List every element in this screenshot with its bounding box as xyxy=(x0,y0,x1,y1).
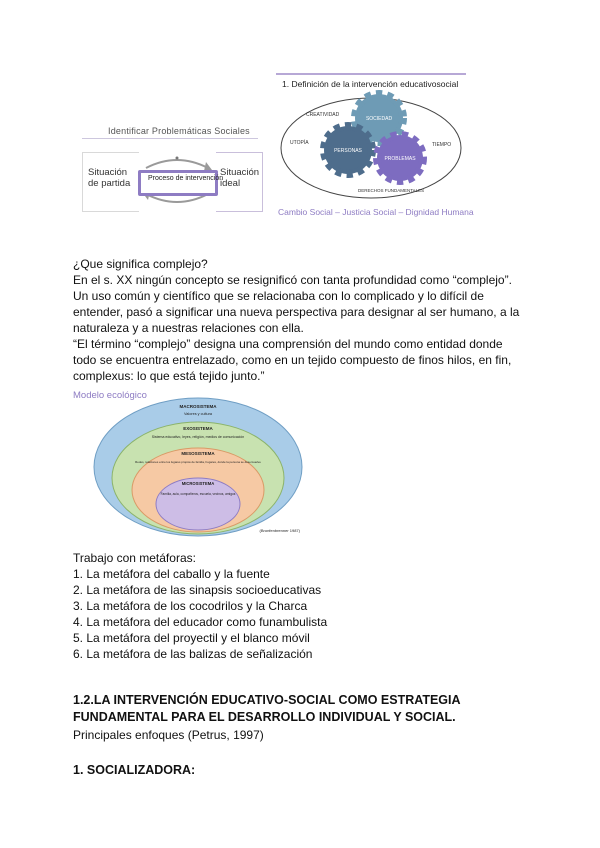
metaphor-item: 2. La metáfora de las sinapsis socioeduc… xyxy=(73,583,322,597)
metaphor-item: 3. La metáfora de los cocodrilos y la Ch… xyxy=(73,599,308,613)
gear-label-people: PERSONAS xyxy=(334,148,362,154)
section-heading-line: 1.2.LA INTERVENCIÓN EDUCATIVO-SOCIAL COM… xyxy=(73,693,461,707)
section-subtitle: Principales enfoques (Petrus, 1997) xyxy=(73,728,264,742)
gear-society xyxy=(351,90,407,146)
problem-diagram-rule xyxy=(82,138,258,139)
microsystem-name: MICROSISTEMA xyxy=(182,481,215,486)
metaphors-section: Trabajo con metáforas: 1. La metáfora de… xyxy=(73,550,327,662)
ecological-model-title: Modelo ecológico xyxy=(73,390,147,401)
mesosystem-desc: Redes, relaciones entre los lugares prop… xyxy=(135,460,261,464)
macrosystem-desc: Valores y cultura xyxy=(184,412,213,416)
bottom-arc xyxy=(145,193,209,203)
start-situation-label: Situación de partida xyxy=(88,167,131,189)
ring-microsystem xyxy=(155,477,241,531)
intervention-process-bar xyxy=(138,170,218,196)
complejo-line: todo se encuentra entrelazado, como en u… xyxy=(73,353,512,367)
intervention-process-label: Proceso de intervención xyxy=(148,175,224,182)
complejo-line: naturaleza y a nuestras relaciones con e… xyxy=(73,321,304,335)
complejo-line: En el s. XX ningún concepto se resignifi… xyxy=(73,273,512,287)
gear-people xyxy=(320,122,376,178)
start-situation-box: Situación de partida xyxy=(82,152,139,212)
gear-label-problems: PROBLEMAS xyxy=(384,156,416,162)
complejo-text: En el s. XX ningún concepto se resignifi… xyxy=(73,272,519,384)
problem-diagram-title: Identificar Problemáticas Sociales xyxy=(108,126,250,136)
label-creativity: CREATIVIDAD xyxy=(306,112,340,118)
label-utopia: UTOPÍA xyxy=(290,139,309,146)
label-rights: DERECHOS FUNDAMENTALES xyxy=(358,188,424,193)
complejo-line: “El término “complejo” designa una compr… xyxy=(73,337,503,351)
section-heading: 1.2.LA INTERVENCIÓN EDUCATIVO-SOCIAL COM… xyxy=(73,692,461,726)
complejo-line: entender, pasó a significar una nueva pe… xyxy=(73,305,520,319)
metaphor-item: 5. La metáfora del proyectil y el blanco… xyxy=(73,631,310,645)
complejo-line: Un uso común y científico que se relacio… xyxy=(73,289,484,303)
socializadora-heading: 1. SOCIALIZADORA: xyxy=(73,763,196,777)
definition-footer: Cambio Social – Justicia Social – Dignid… xyxy=(278,207,474,217)
metaphor-item: 4. La metáfora del educador como funambu… xyxy=(73,615,328,629)
exosystem-desc: Sistema educativo, leyes, religión, medi… xyxy=(152,435,244,439)
complejo-line: complexus: lo que está tejido junto.” xyxy=(73,369,265,383)
metaphor-item: 1. La metáfora del caballo y la fuente xyxy=(73,567,270,581)
definition-rule xyxy=(276,73,466,75)
ideal-situation-label: Situación ideal xyxy=(220,167,260,189)
top-arrowhead xyxy=(204,162,212,171)
metaphor-item: 6. La metáfora de las balizas de señaliz… xyxy=(73,647,313,661)
gear-label-society: SOCIEDAD xyxy=(366,116,393,122)
ecological-model-diagram: MACROSISTEMA Valores y cultura EXOSISTEM… xyxy=(93,397,303,537)
exosystem-name: EXOSISTEMA xyxy=(183,426,213,431)
complejo-question: ¿Que significa complejo? xyxy=(73,257,208,271)
arc-dot xyxy=(175,156,179,160)
gears-illustration: SOCIEDAD PERSONAS PROBLEMAS CREATIVIDAD … xyxy=(280,90,462,199)
label-time: TIEMPO xyxy=(432,142,451,148)
mesosystem-name: MESOSISTEMA xyxy=(181,451,215,456)
macrosystem-name: MACROSISTEMA xyxy=(180,404,218,409)
gear-problems xyxy=(373,131,427,185)
definition-title: 1. Definición de la intervención educati… xyxy=(282,79,459,89)
metaphors-title: Trabajo con metáforas: xyxy=(73,551,196,565)
ecological-source: (Bronfenbrenner 1987) xyxy=(260,528,301,533)
ideal-situation-box: Situación ideal xyxy=(216,152,263,212)
top-arc xyxy=(145,159,209,169)
microsystem-desc: Familia, aula, compañeros, escuela, veci… xyxy=(161,492,236,496)
section-heading-line: FUNDAMENTAL PARA EL DESARROLLO INDIVIDUA… xyxy=(73,710,456,724)
